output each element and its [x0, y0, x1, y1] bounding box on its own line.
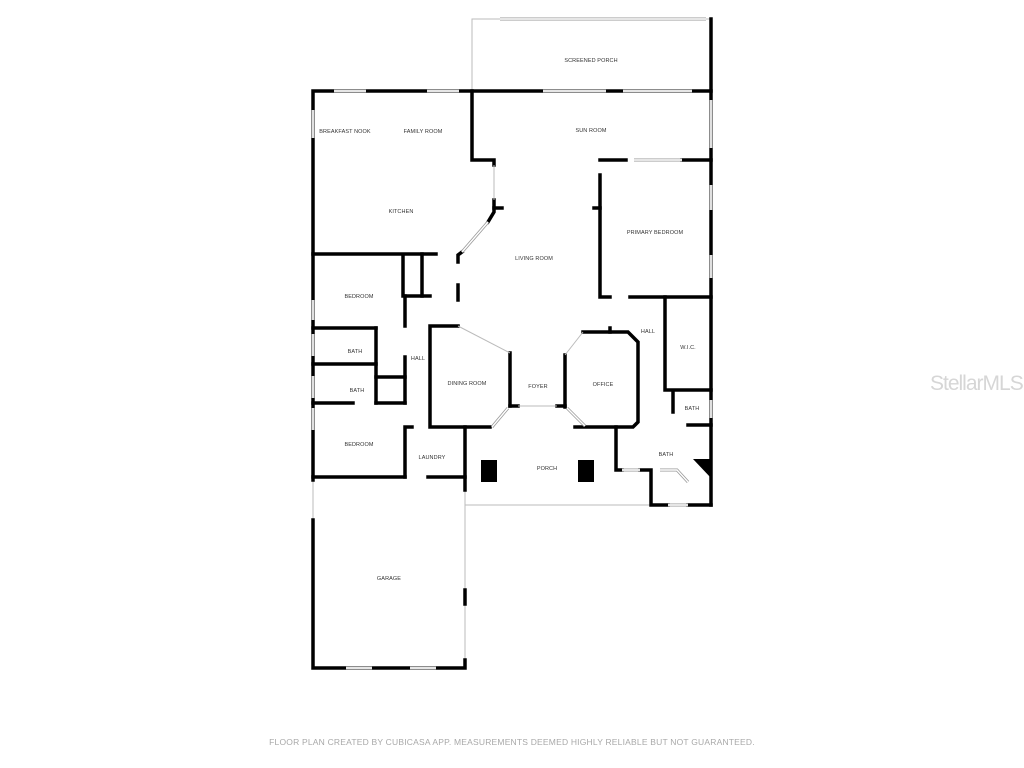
label-porch: PORCH: [537, 466, 557, 472]
label-laundry: LAUNDRY: [419, 455, 446, 461]
label-wic: W.I.C.: [680, 345, 696, 351]
label-garage: GARAGE: [377, 576, 401, 582]
label-bath-1: BATH: [348, 349, 363, 355]
label-hall-1: HALL: [411, 356, 425, 362]
label-bedroom-1: BEDROOM: [344, 294, 373, 300]
thin-lines: [312, 18, 711, 668]
walls: [311, 17, 713, 670]
label-living-room: LIVING ROOM: [515, 256, 553, 262]
label-kitchen: KITCHEN: [389, 209, 414, 215]
label-sun-room: SUN ROOM: [575, 128, 606, 134]
label-hall-2: HALL: [641, 329, 655, 335]
label-office: OFFICE: [593, 382, 614, 388]
watermark-logo: StellarMLS: [930, 372, 1024, 395]
label-bath-4: BATH: [659, 452, 674, 458]
label-bath-2: BATH: [350, 388, 365, 394]
label-primary-bedroom: PRIMARY BEDROOM: [627, 230, 684, 236]
label-foyer: FOYER: [528, 384, 547, 390]
label-breakfast-nook: BREAKFAST NOOK: [319, 129, 371, 135]
label-family-room: FAMILY ROOM: [404, 129, 443, 135]
label-dining-room: DINING ROOM: [448, 381, 487, 387]
label-bedroom-2: BEDROOM: [344, 442, 373, 448]
room-labels: SCREENED PORCH BREAKFAST NOOK FAMILY ROO…: [319, 58, 699, 582]
windows: [311, 17, 713, 670]
label-screened-porch: SCREENED PORCH: [564, 58, 617, 64]
footer-disclaimer: FLOOR PLAN CREATED BY CUBICASA APP. MEAS…: [269, 737, 755, 747]
label-bath-3: BATH: [685, 406, 700, 412]
